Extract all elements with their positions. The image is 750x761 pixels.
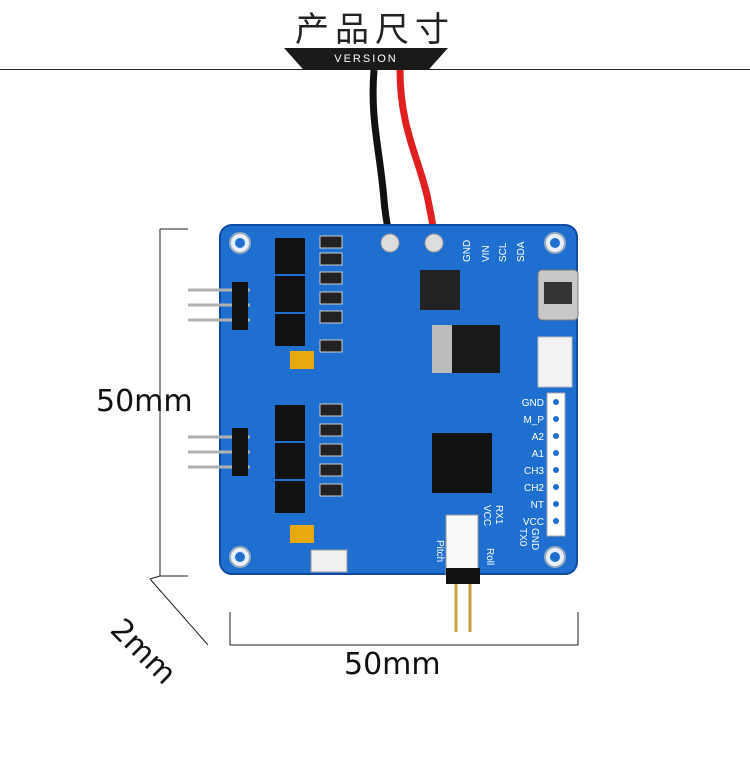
pin-label: GND	[529, 528, 540, 550]
pin-label: TX0	[517, 528, 528, 547]
pin-label: VIN	[481, 245, 492, 262]
imu-chip	[420, 270, 460, 310]
capacitor	[290, 525, 314, 543]
pin-label: SCL	[498, 242, 509, 262]
version-tab: VERSION	[284, 48, 448, 70]
red-wire	[396, 69, 438, 241]
pin-label: GND	[462, 240, 473, 262]
pin-label: CH2	[524, 483, 544, 494]
pin-label: M_P	[523, 415, 544, 426]
width-dimension: 50mm	[344, 647, 441, 682]
axis-label: Roll	[484, 548, 495, 565]
black-wire	[369, 69, 394, 241]
mcu-chip	[432, 433, 492, 493]
height-dimension: 50mm	[96, 384, 193, 419]
pin-label: VCC	[481, 505, 492, 526]
pin-label: SDA	[516, 241, 527, 262]
capacitor	[290, 351, 314, 369]
pin-label: A2	[532, 432, 545, 443]
pin-label: A1	[532, 449, 545, 460]
page-title: 产品尺寸	[295, 10, 455, 50]
pin-label: RX1	[493, 505, 504, 525]
dimension-lines	[149, 228, 579, 646]
axis-label: Pitch	[434, 540, 445, 562]
pin-label: NT	[531, 500, 544, 511]
pin-label: GND	[522, 398, 544, 409]
pin-label: VCC	[523, 517, 544, 528]
reset-button	[310, 549, 348, 573]
pin-label: CH3	[524, 466, 544, 477]
